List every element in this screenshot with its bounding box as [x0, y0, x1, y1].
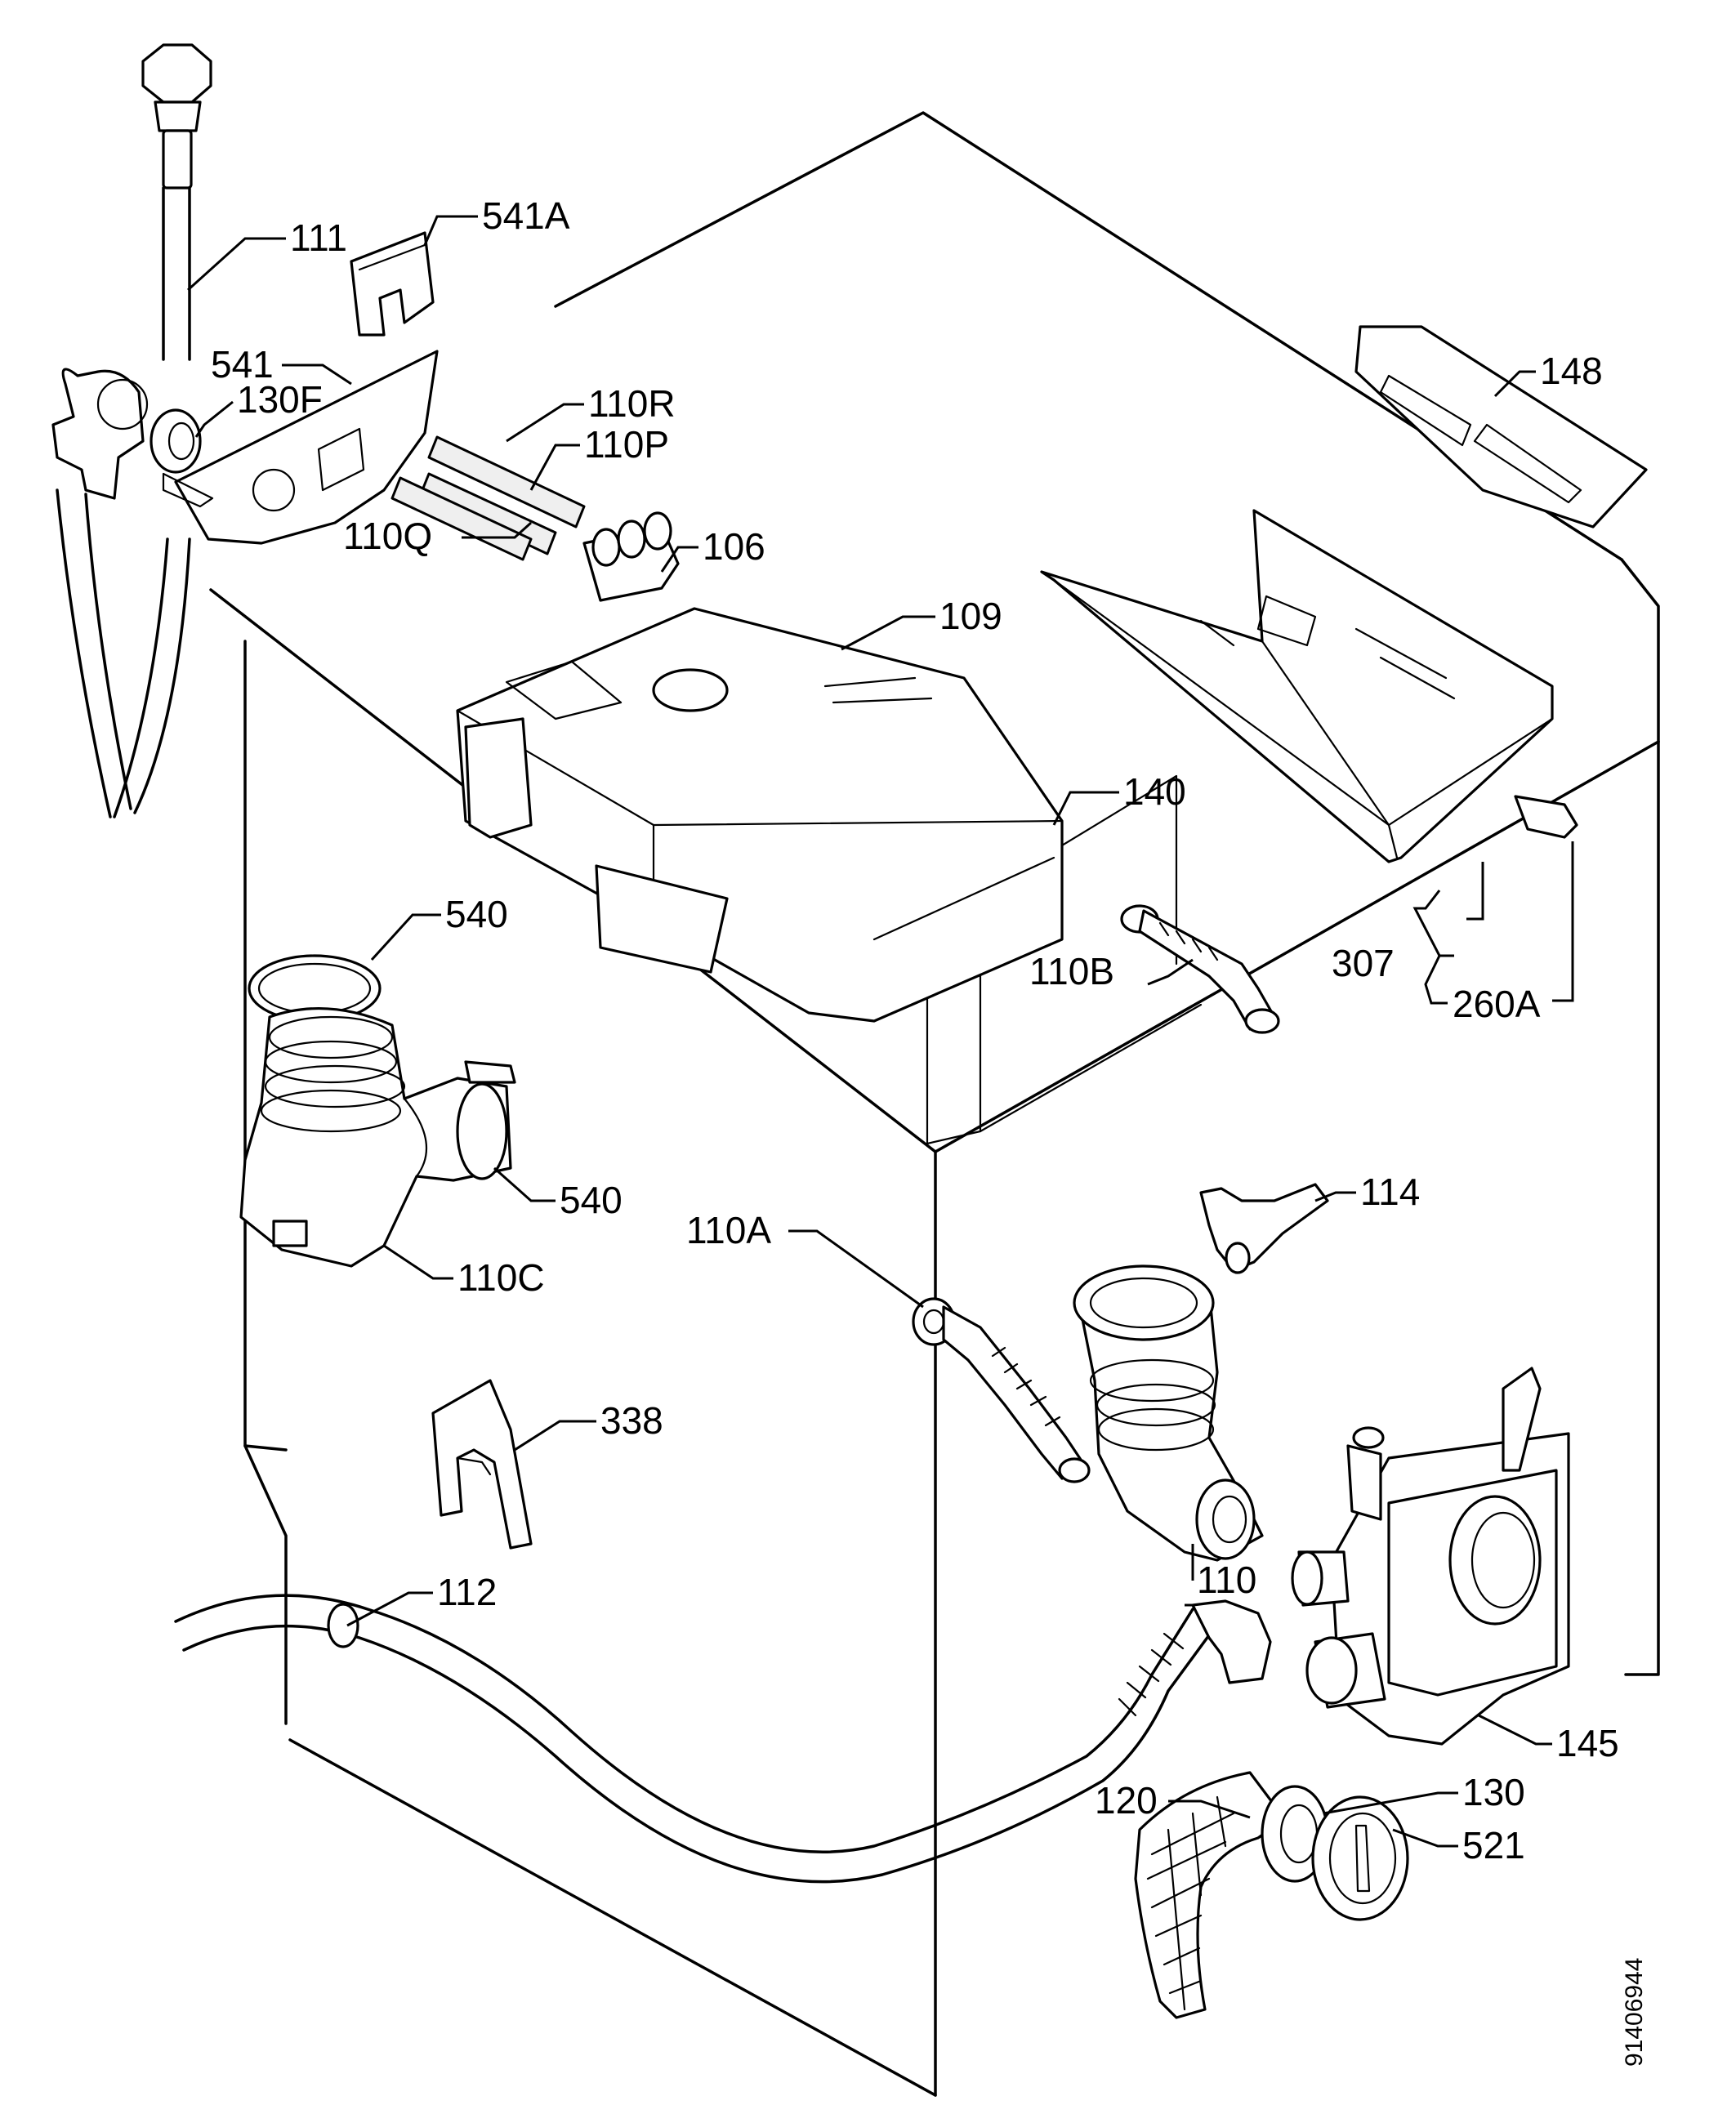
label-338: 338	[600, 1399, 663, 1442]
bracket-541	[162, 350, 439, 545]
label-540-bellows: 540	[560, 1179, 623, 1221]
hose-110a	[912, 1297, 1091, 1483]
pump-145	[1291, 1367, 1570, 1746]
cap-521	[1311, 1795, 1409, 1921]
clip-338	[431, 1379, 533, 1550]
label-111: 111	[290, 216, 347, 259]
clip-541a	[350, 231, 435, 337]
label-541a: 541A	[482, 194, 570, 237]
inlet-hose-111	[51, 43, 212, 818]
label-112: 112	[437, 1571, 497, 1613]
filter-120	[1134, 1771, 1279, 2019]
part-labels: 111 541A 541 130F 110R 110P 110Q 106 109…	[211, 194, 1648, 2067]
label-140: 140	[1123, 770, 1186, 813]
part-260a	[1514, 795, 1578, 839]
label-110a: 110A	[686, 1209, 771, 1251]
label-110c: 110C	[457, 1256, 545, 1299]
label-109: 109	[939, 595, 1002, 637]
label-114: 114	[1360, 1171, 1420, 1213]
valve-106	[582, 511, 680, 602]
label-110b: 110B	[1029, 950, 1114, 992]
hose-110b	[1120, 904, 1280, 1034]
label-106: 106	[703, 525, 765, 568]
leader-lines	[186, 215, 1574, 1848]
dispenser-housing-109	[456, 607, 1064, 1023]
label-130f: 130F	[237, 378, 323, 421]
label-260a: 260A	[1453, 983, 1541, 1025]
washer-130f	[150, 408, 202, 474]
handle-148	[1354, 325, 1648, 528]
label-130: 130	[1462, 1771, 1525, 1813]
part-114	[1199, 1183, 1329, 1274]
label-148: 148	[1540, 350, 1603, 392]
drain-hose-112	[174, 1594, 1272, 1884]
label-540-clamp: 540	[445, 893, 508, 935]
drawing-reference-number: 91406944	[1621, 1958, 1648, 2067]
label-110: 110	[1197, 1559, 1256, 1601]
dispenser-drawer-140	[1040, 509, 1554, 863]
label-110r: 110R	[588, 382, 676, 425]
label-307: 307	[1332, 942, 1395, 984]
label-110q: 110Q	[343, 515, 432, 557]
label-110p: 110P	[584, 423, 669, 466]
seal-130	[1261, 1785, 1329, 1883]
label-120: 120	[1095, 1779, 1158, 1822]
label-145: 145	[1556, 1722, 1619, 1764]
label-541: 541	[211, 343, 274, 386]
tubes-110rpq	[390, 435, 586, 561]
bellows-110c	[239, 1007, 516, 1268]
label-521: 521	[1462, 1824, 1525, 1866]
sleeve-110	[1073, 1264, 1264, 1562]
